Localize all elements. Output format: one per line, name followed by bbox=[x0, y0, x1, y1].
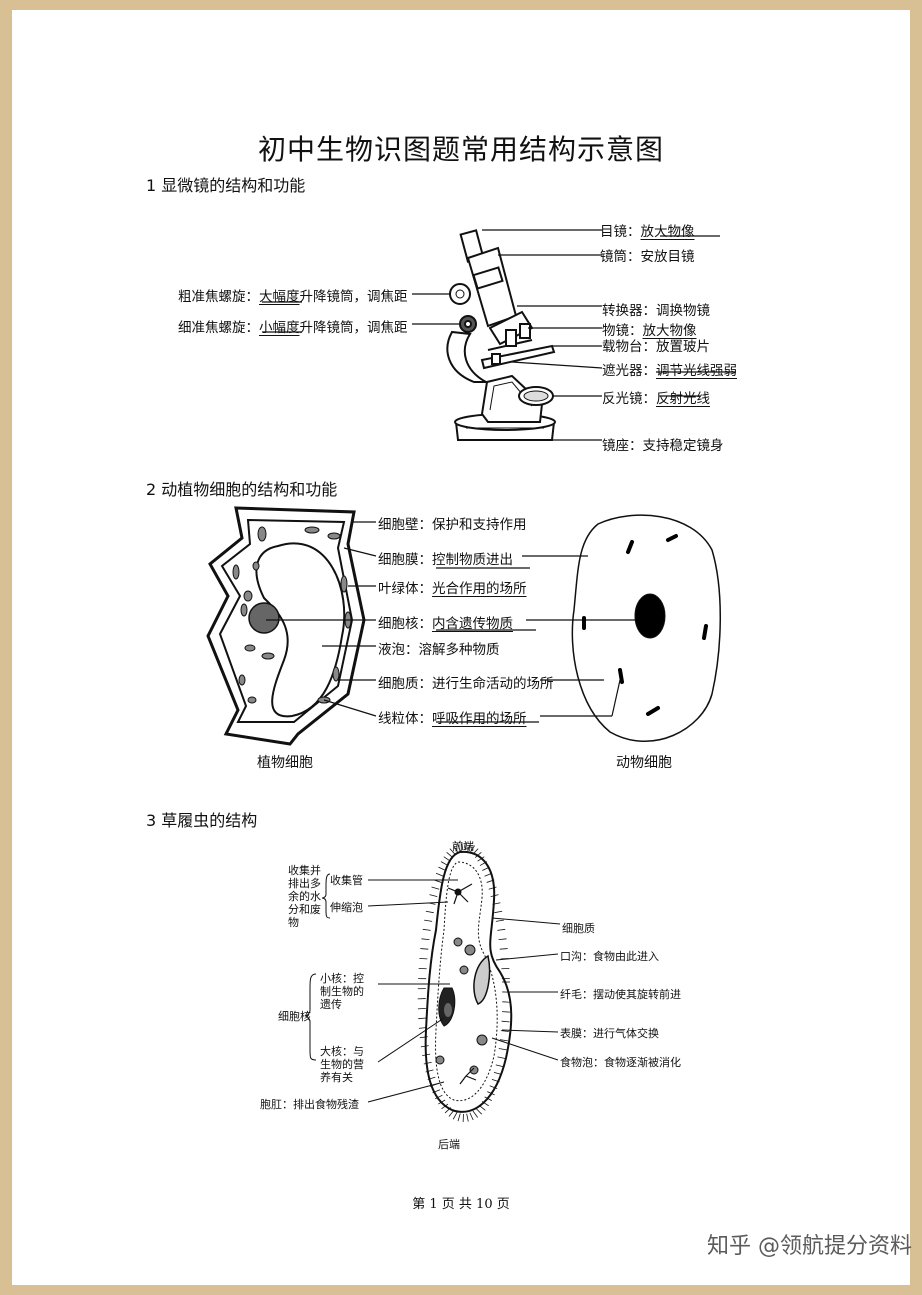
label-back-end: 后端 bbox=[438, 1138, 460, 1151]
section-heading-paramecium: 3 草履虫的结构 bbox=[146, 811, 258, 830]
label-oral-groove: 口沟：食物由此进入 bbox=[560, 950, 659, 963]
label-fine-focus: 细准焦螺旋：小幅度升降镜筒，调焦距 bbox=[178, 320, 408, 336]
label-vacuole: 液泡：溶解多种物质 bbox=[378, 642, 500, 658]
label-base: 镜座：支持稳定镜身 bbox=[602, 438, 724, 454]
label-food-vacuole: 食物泡：食物逐渐被消化 bbox=[560, 1056, 681, 1069]
label-mitochondria: 线粒体：呼吸作用的场所 bbox=[378, 711, 527, 727]
plant-cell-diagram bbox=[206, 506, 366, 746]
label-contractile-vacuole: 伸缩泡 bbox=[330, 901, 363, 914]
animal-cell-diagram bbox=[571, 514, 722, 742]
label-collecting-tube: 收集管 bbox=[330, 874, 363, 887]
watermark: 知乎 @领航提分资料 bbox=[707, 1234, 912, 1259]
microscope-leader-lines bbox=[262, 229, 736, 441]
paramecium-leader-lines bbox=[304, 873, 561, 1103]
animal-cell-caption: 动物细胞 bbox=[616, 755, 672, 771]
label-cytoplasm: 细胞质：进行生命活动的场所 bbox=[378, 676, 554, 692]
label-nucleus: 细胞核：内含遗传物质 bbox=[378, 616, 513, 632]
section-heading-cells: 2 动植物细胞的结构和功能 bbox=[146, 480, 338, 499]
label-cell-membrane: 细胞膜：控制物质进出 bbox=[378, 552, 513, 568]
diagram-layer bbox=[206, 229, 736, 1122]
label-objective: 物镜：放大物像 bbox=[602, 323, 697, 339]
label-pellicle: 表膜：进行气体交换 bbox=[560, 1027, 659, 1040]
label-stage: 载物台：放置玻片 bbox=[602, 339, 710, 355]
document-page: 初中生物识图题常用结构示意图 1 显微镜的结构和功能 bbox=[12, 10, 910, 1285]
label-cell-wall: 细胞壁：保护和支持作用 bbox=[378, 517, 527, 533]
label-converter: 转换器：调换物镜 bbox=[602, 303, 710, 319]
cell-leader-lines bbox=[266, 521, 636, 723]
page-footer: 第 1 页 共 10 页 bbox=[412, 1197, 510, 1212]
label-macronucleus: 大核：与 生物的营 养有关 bbox=[320, 1045, 364, 1084]
label-cilia: 纤毛：摆动使其旋转前进 bbox=[560, 988, 681, 1001]
label-eyepiece: 目镜：放大物像 bbox=[600, 224, 695, 240]
paramecium-diagram bbox=[417, 842, 513, 1122]
plant-cell-caption: 植物细胞 bbox=[257, 755, 313, 771]
label-coarse-focus: 粗准焦螺旋：大幅度升降镜筒，调焦距 bbox=[178, 289, 408, 305]
page-title: 初中生物识图题常用结构示意图 bbox=[257, 133, 664, 166]
microscope-diagram bbox=[446, 229, 556, 441]
section-heading-microscope: 1 显微镜的结构和功能 bbox=[146, 176, 306, 195]
label-micronucleus: 小核：控 制生物的 遗传 bbox=[320, 972, 364, 1011]
label-mirror: 反光镜：反射光线 bbox=[602, 391, 710, 407]
label-front-end: 前端 bbox=[452, 840, 474, 853]
label-tube: 镜筒：安放目镜 bbox=[600, 249, 695, 265]
label-nucleus-group: 细胞核 bbox=[278, 1010, 311, 1023]
label-diaphragm: 遮光器：调节光线强弱 bbox=[602, 363, 737, 379]
label-anal-pore: 胞肛：排出食物残渣 bbox=[260, 1098, 359, 1111]
label-para-cytoplasm: 细胞质 bbox=[562, 922, 595, 935]
label-chloroplast: 叶绿体：光合作用的场所 bbox=[378, 581, 527, 597]
label-collect-excrete: 收集并 排出多 余的水 分和废 物 bbox=[288, 864, 321, 929]
